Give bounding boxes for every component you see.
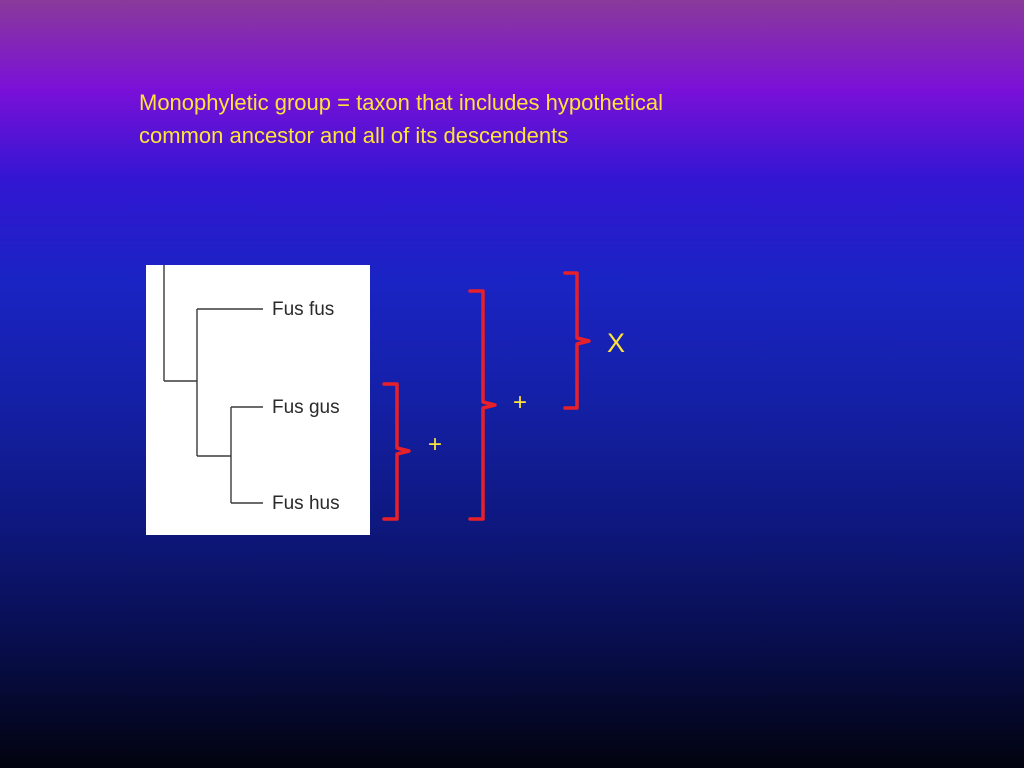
- non-monophyletic-mark: X: [607, 328, 626, 358]
- taxon-label-fus-gus: Fus gus: [272, 397, 340, 418]
- definition-text: Monophyletic group = taxon that includes…: [139, 86, 839, 152]
- phylogenetic-tree: Fus fus Fus gus Fus hus: [146, 265, 370, 535]
- bracket-outer: [468, 289, 497, 521]
- definition-line-2: common ancestor and all of its descenden…: [139, 123, 569, 148]
- bracket-top: [563, 271, 591, 410]
- tree-diagram: Fus fus Fus gus Fus hus: [163, 265, 340, 514]
- taxon-label-fus-hus: Fus hus: [272, 493, 340, 514]
- bracket-inner: [382, 382, 411, 521]
- definition-line-1: Monophyletic group = taxon that includes…: [139, 90, 664, 115]
- monophyletic-mark-inner: +: [428, 431, 443, 458]
- taxon-label-fus-fus: Fus fus: [272, 299, 334, 320]
- monophyletic-mark-outer: +: [513, 389, 528, 416]
